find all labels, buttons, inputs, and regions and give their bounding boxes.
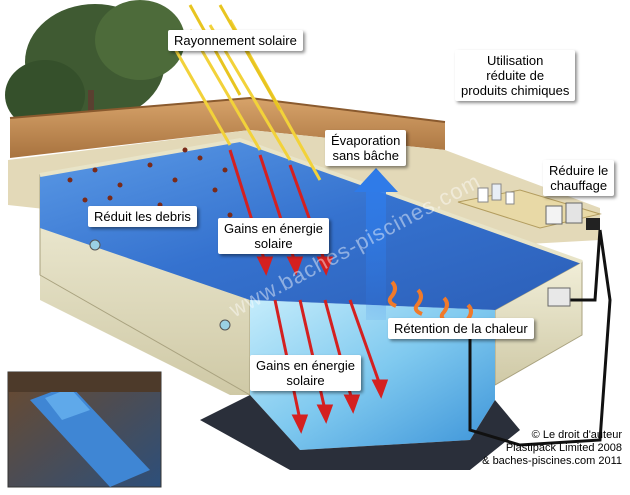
inset-photo (7, 371, 162, 488)
chemicals-label: Utilisation réduite de produits chimique… (455, 50, 576, 101)
copyright-notice: © Le droit d'auteur Plastipack Limited 2… (482, 429, 622, 468)
label-line: Gains en énergie (256, 358, 356, 373)
label-line: Utilisation (487, 53, 544, 68)
label-line: Réduire le (549, 163, 609, 178)
label-line: réduite de (486, 68, 545, 83)
copyright-line: Plastipack Limited 2008 (505, 442, 622, 454)
label-line: produits chimiques (461, 83, 570, 98)
label-line: Rayonnement solaire (174, 33, 297, 48)
label-line: Rétention de la chaleur (394, 321, 528, 336)
solar-gain-bottom-label: Gains en énergie solaire (250, 355, 362, 391)
trees (5, 0, 185, 130)
solar-gain-top-label: Gains en énergie solaire (218, 218, 330, 254)
debris-label: Réduit les debris (88, 206, 197, 227)
plumbing (468, 229, 612, 447)
label-line: sans bâche (332, 148, 399, 163)
evaporation-arrow (354, 168, 398, 320)
label-line: Réduit les debris (94, 209, 191, 224)
copyright-line: & baches-piscines.com 2011 (482, 455, 622, 467)
label-line: solaire (254, 236, 293, 251)
heat-retention-label: Rétention de la chaleur (388, 318, 534, 339)
solar-radiation-label: Rayonnement solaire (168, 30, 303, 51)
evaporation-label: Évaporation sans bâche (325, 130, 407, 166)
pool-floor (200, 395, 520, 470)
label-line: Évaporation (331, 133, 401, 148)
wall-fitting (219, 319, 231, 331)
fence (9, 96, 446, 158)
label-line: chauffage (550, 178, 608, 193)
label-line: solaire (286, 373, 325, 388)
copyright-line: © Le droit d'auteur (531, 429, 622, 441)
wall-fitting (89, 239, 101, 251)
equipment-shelf (457, 183, 602, 307)
heating-label: Réduire le chauffage (543, 160, 615, 196)
label-line: Gains en énergie (224, 221, 324, 236)
